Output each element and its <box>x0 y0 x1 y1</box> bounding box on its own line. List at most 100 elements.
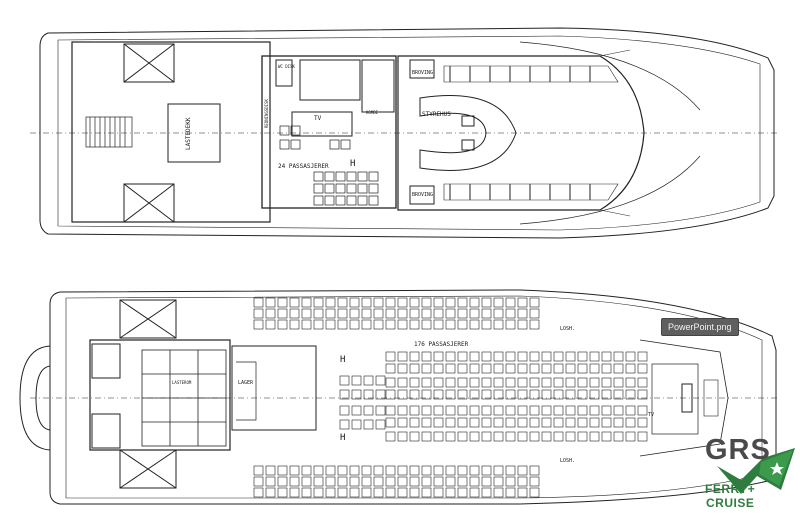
seat <box>409 405 420 416</box>
seat <box>481 405 492 416</box>
seat <box>493 431 504 442</box>
seat <box>433 487 444 498</box>
seat <box>397 476 408 487</box>
seat <box>289 308 300 319</box>
seat <box>601 377 612 388</box>
seat <box>493 389 504 400</box>
seat <box>375 375 386 386</box>
seat <box>325 465 336 476</box>
seat <box>517 405 528 416</box>
seat <box>493 405 504 416</box>
seat <box>565 389 576 400</box>
label-main-h-top: H <box>340 355 345 365</box>
image-tooltip: PowerPoint.png <box>661 318 739 336</box>
seat <box>265 476 276 487</box>
seat <box>541 389 552 400</box>
seat <box>375 405 386 416</box>
seat <box>253 476 264 487</box>
seat <box>577 389 588 400</box>
seat <box>339 419 350 430</box>
seat <box>469 351 480 362</box>
seat <box>457 389 468 400</box>
seat <box>433 476 444 487</box>
seat <box>339 389 350 400</box>
seat <box>349 487 360 498</box>
bridge-wing-top <box>409 59 435 79</box>
cargo-deck-area <box>71 41 271 223</box>
seat <box>613 377 624 388</box>
seat <box>409 431 420 442</box>
seat <box>361 297 372 308</box>
seat <box>565 351 576 362</box>
seat <box>625 377 636 388</box>
label-main-tv: TV <box>648 412 654 418</box>
seat <box>481 377 492 388</box>
seat <box>505 465 516 476</box>
seat <box>301 319 312 330</box>
seat <box>517 319 528 330</box>
seat <box>349 297 360 308</box>
seat <box>313 476 324 487</box>
seat <box>265 297 276 308</box>
seat <box>361 465 372 476</box>
seat <box>301 297 312 308</box>
windows-top <box>443 65 619 83</box>
seat <box>517 465 528 476</box>
seat <box>363 419 374 430</box>
seat <box>409 363 420 374</box>
seat <box>373 487 384 498</box>
seat <box>385 363 396 374</box>
seat <box>577 363 588 374</box>
seat <box>363 405 374 416</box>
label-main-h-bottom: H <box>340 433 345 443</box>
seat <box>469 431 480 442</box>
seat <box>373 297 384 308</box>
seat <box>351 389 362 400</box>
seat <box>505 377 516 388</box>
seat <box>457 308 468 319</box>
seat <box>277 297 288 308</box>
seat <box>637 405 648 416</box>
seat <box>433 417 444 428</box>
seat <box>553 405 564 416</box>
seat <box>421 308 432 319</box>
seat <box>457 377 468 388</box>
seat <box>339 405 350 416</box>
seat <box>625 431 636 442</box>
seat <box>325 308 336 319</box>
label-broving-top: BROVING <box>412 70 433 76</box>
seat <box>493 308 504 319</box>
seat <box>253 465 264 476</box>
seat <box>445 377 456 388</box>
seat <box>505 389 516 400</box>
seat <box>565 431 576 442</box>
seat <box>373 465 384 476</box>
upper-hull-outline <box>39 27 775 239</box>
seat <box>577 377 588 388</box>
seat <box>481 389 492 400</box>
seat <box>541 363 552 374</box>
seat <box>409 487 420 498</box>
seat <box>337 487 348 498</box>
seat <box>433 319 444 330</box>
logo-line2: CRUISE <box>706 496 755 510</box>
seat <box>385 487 396 498</box>
seat <box>493 487 504 498</box>
seat <box>613 431 624 442</box>
seat <box>397 417 408 428</box>
seat <box>375 389 386 400</box>
seat <box>469 476 480 487</box>
seat <box>397 351 408 362</box>
seat <box>553 389 564 400</box>
seat <box>457 417 468 428</box>
seat <box>445 476 456 487</box>
seat <box>313 465 324 476</box>
seat <box>457 297 468 308</box>
seat <box>397 377 408 388</box>
wheelhouse-outline <box>397 55 645 211</box>
seat <box>589 351 600 362</box>
seat <box>445 351 456 362</box>
seat <box>529 389 540 400</box>
seat <box>361 319 372 330</box>
seat <box>517 377 528 388</box>
